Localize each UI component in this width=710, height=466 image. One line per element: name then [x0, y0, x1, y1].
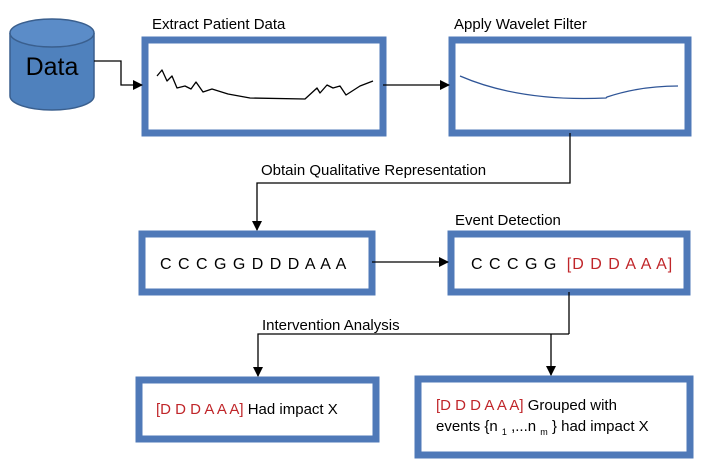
database-body: [9, 33, 95, 111]
grouped-impact-line1-tail: Grouped with: [528, 397, 617, 414]
grouped-events-mid: ,...n: [511, 418, 536, 435]
single-impact-tail: Had impact X: [248, 401, 338, 418]
event-sequence-text: C C C G G [D D D A A A]: [471, 256, 673, 273]
grouped-events-suffix: } had impact X: [552, 418, 649, 435]
single-impact-highlight: [D D D A A A]: [156, 401, 244, 418]
event-sequence-prefix: C C C G G: [471, 256, 557, 273]
arrow-intervention-to-single: [253, 333, 569, 377]
event-sequence-highlight: [D D D A A A]: [567, 256, 673, 273]
event-detection-box: C C C G G [D D D A A A]: [447, 230, 691, 296]
extract-patient-data-box: [141, 36, 387, 137]
raw-signal-line: [156, 69, 374, 100]
connectors: [94, 60, 571, 377]
apply-wavelet-filter-label: Apply Wavelet Filter: [454, 16, 587, 33]
grouped-events-prefix: events {n: [436, 418, 498, 435]
qualitative-sequence-box: C C C G G D D D A A A: [138, 230, 376, 296]
extract-patient-data-label: Extract Patient Data: [152, 16, 286, 33]
filtered-signal-line: [459, 75, 679, 100]
database-top: [9, 18, 95, 48]
intervention-analysis-label: Intervention Analysis: [262, 317, 400, 334]
grouped-events-sub2: m: [540, 427, 548, 437]
grouped-events-sub1: 1: [502, 427, 507, 437]
apply-wavelet-filter-box: [448, 36, 692, 137]
arrow-filter-to-sequence: [252, 133, 571, 231]
grouped-impact-line2: events {n 1 ,...n m } had impact X: [436, 418, 649, 439]
grouped-impact-line1: [D D D A A A] Grouped with: [436, 397, 617, 414]
single-impact-box: [D D D A A A] Had impact X: [135, 376, 380, 443]
obtain-qualitative-representation-label: Obtain Qualitative Representation: [261, 162, 486, 179]
event-detection-label: Event Detection: [455, 212, 561, 229]
single-impact-text: [D D D A A A] Had impact X: [156, 401, 338, 418]
database-label: Data: [26, 53, 79, 81]
grouped-impact-highlight: [D D D A A A]: [436, 397, 524, 414]
grouped-impact-box: [D D D A A A] Grouped with events {n 1 ,…: [414, 375, 694, 459]
database-cylinder-icon: Data: [9, 18, 95, 111]
arrow-data-to-extract: [94, 60, 143, 90]
qualitative-sequence-text: C C C G G D D D A A A: [160, 256, 347, 273]
